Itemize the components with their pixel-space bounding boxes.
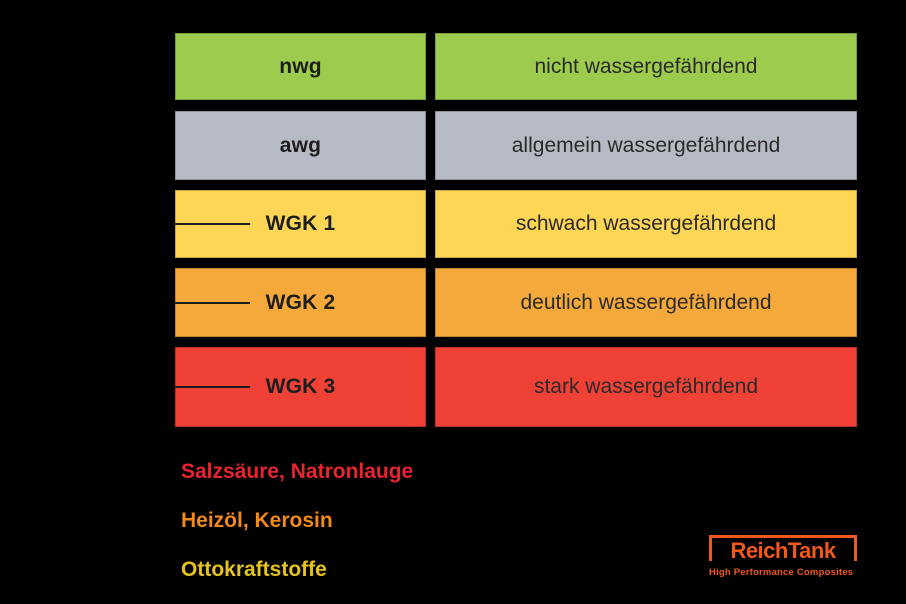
leader-line-wgk3 [174, 386, 250, 388]
wgk-code-label: WGK 2 [265, 290, 336, 314]
wgk-description-label: allgemein wassergefährdend [511, 133, 781, 157]
wgk-description-box-wgk2: deutlich wassergefährdend [435, 268, 857, 337]
wgk-description-label: nicht wassergefährdend [534, 54, 758, 78]
wgk-description-box-awg: allgemein wassergefährdend [435, 111, 857, 180]
example-substances-wgk3: Salzsäure, Natronlauge [181, 460, 414, 483]
wgk-code-box-nwg: nwg [175, 33, 426, 100]
wgk-description-box-wgk1: schwach wassergefährdend [435, 190, 857, 258]
wgk-description-box-wgk3: stark wassergefährdend [435, 347, 857, 427]
logo-frame: ReichTank [709, 535, 857, 561]
logo-tagline: High Performance Composites [709, 567, 854, 578]
wgk-description-box-nwg: nicht wassergefährdend [435, 33, 857, 100]
leader-line-wgk2 [174, 302, 250, 304]
wgk-description-label: stark wassergefährdend [533, 375, 759, 398]
wgk-code-label: nwg [279, 54, 322, 78]
wgk-code-box-awg: awg [175, 111, 426, 180]
reichtank-logo: ReichTank High Performance Composites [709, 535, 857, 578]
wgk-code-label: awg [279, 133, 322, 157]
wgk-code-label: WGK 3 [265, 375, 336, 398]
wgk-description-label: schwach wassergefährdend [515, 212, 777, 235]
example-substances-wgk2: Heizöl, Kerosin [181, 509, 333, 532]
leader-line-wgk1 [174, 223, 250, 225]
logo-wordmark: ReichTank [730, 537, 836, 563]
example-substances-wgk1: Ottokraftstoffe [181, 558, 327, 581]
wgk-code-label: WGK 1 [265, 212, 336, 235]
wgk-description-label: deutlich wassergefährdend [520, 290, 772, 314]
